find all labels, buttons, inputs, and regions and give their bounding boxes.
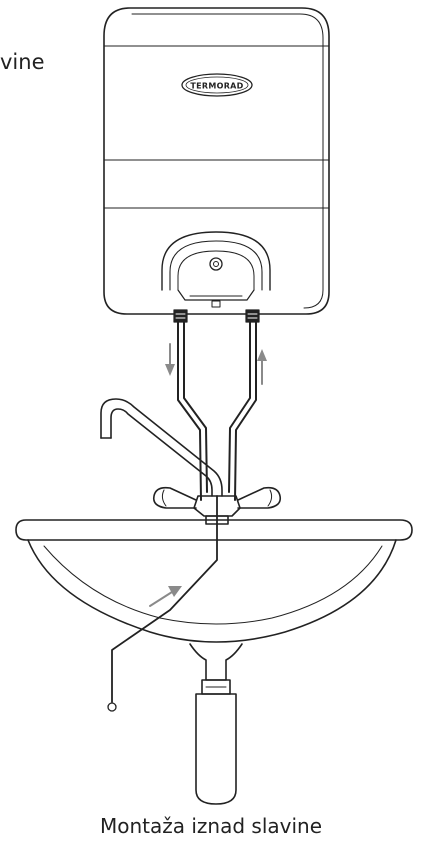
flow-arrow-diagonal bbox=[149, 586, 182, 607]
partial-caption-text: vine bbox=[0, 50, 45, 74]
sink bbox=[15, 519, 413, 805]
right-pipe bbox=[234, 321, 257, 501]
power-plug bbox=[107, 702, 117, 712]
sink-rim bbox=[15, 519, 413, 541]
left-pipe-inner bbox=[183, 321, 208, 493]
right-fitting bbox=[245, 309, 260, 323]
brand-logo: TERMORAD bbox=[181, 73, 253, 97]
right-pipe-inner bbox=[228, 321, 251, 493]
brand-logo-text: TERMORAD bbox=[190, 82, 243, 91]
flow-arrow-up bbox=[257, 349, 267, 385]
heater-outer-body bbox=[103, 7, 330, 315]
water-heater: TERMORAD bbox=[103, 7, 330, 323]
faucet-spout bbox=[100, 398, 223, 497]
diagram-caption: Montaža iznad slavine bbox=[99, 814, 323, 838]
connection-pipes bbox=[177, 321, 257, 501]
siphon-trap bbox=[195, 693, 237, 805]
flow-arrow-down bbox=[165, 343, 175, 376]
left-pipe bbox=[177, 321, 202, 501]
left-fitting bbox=[173, 309, 188, 323]
heater-inner-edge bbox=[131, 13, 324, 309]
faucet bbox=[100, 398, 282, 525]
thermostat-knob bbox=[209, 257, 223, 271]
left-handle bbox=[152, 486, 197, 509]
drain-neck bbox=[189, 643, 243, 681]
power-cable bbox=[107, 495, 218, 712]
sink-basin bbox=[27, 539, 397, 643]
pipe-housing bbox=[161, 231, 271, 308]
right-handle bbox=[237, 486, 282, 509]
